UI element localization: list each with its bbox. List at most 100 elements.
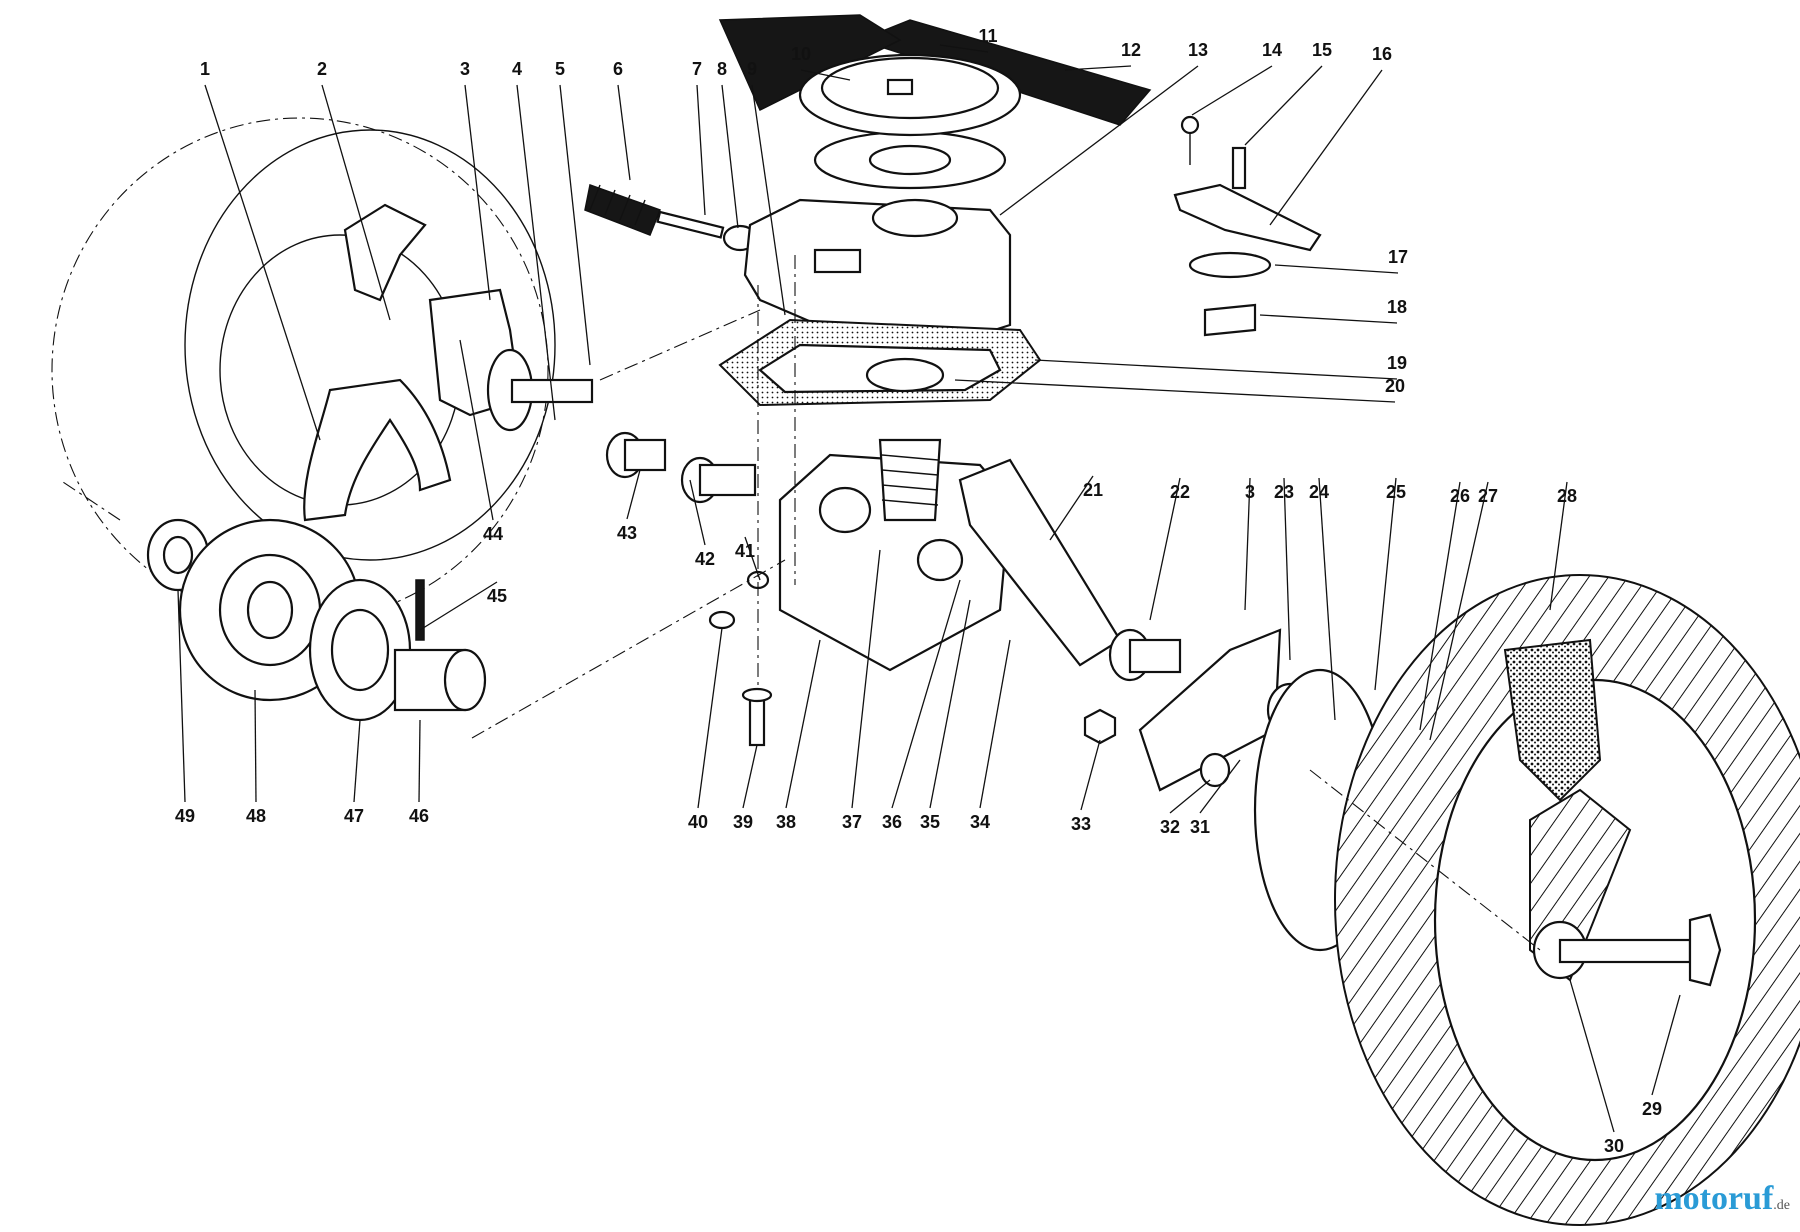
leader-line (1569, 979, 1615, 1133)
part-number-label: 37 (842, 812, 862, 832)
part-number-label: 17 (1388, 247, 1408, 267)
part-number-label: 6 (613, 59, 623, 79)
part-number-label: 41 (735, 541, 755, 561)
part-number-label: 18 (1387, 297, 1407, 317)
part-number-label: 40 (688, 812, 708, 832)
leader-line (1080, 739, 1101, 811)
leader-line (1049, 475, 1094, 541)
gearbox-housing (778, 438, 1012, 672)
part-number-label: 14 (1262, 40, 1282, 60)
leader-line (177, 589, 186, 803)
small-hardware (708, 570, 773, 747)
leader-line (1034, 359, 1398, 380)
part-number-label: 44 (483, 524, 503, 544)
leader-line (742, 744, 758, 809)
part-number-label: 26 (1450, 486, 1470, 506)
axle-arm (958, 458, 1122, 667)
part-number-label: 20 (1385, 376, 1405, 396)
leader-line (979, 639, 1011, 809)
leader-line (418, 719, 421, 803)
right-wheel (1334, 574, 1800, 1226)
shift-fork-assembly (303, 203, 594, 522)
leader-line (999, 65, 1199, 216)
leader-line (1549, 481, 1568, 611)
part-number-label: 24 (1309, 482, 1329, 502)
leader-line (1191, 65, 1273, 116)
leader-line (204, 84, 321, 441)
leader-line (516, 84, 556, 421)
part-number-label: 32 (1160, 817, 1180, 837)
spring-and-rod (584, 184, 758, 252)
part-number-label: 34 (970, 812, 990, 832)
leader-line (1318, 477, 1336, 721)
part-number-label: 5 (555, 59, 565, 79)
part-number-label: 29 (1642, 1099, 1662, 1119)
part-number-label: 13 (1188, 40, 1208, 60)
part-number-label: 47 (344, 806, 364, 826)
leader-line (1274, 264, 1399, 274)
leader-line (929, 599, 971, 809)
watermark-suffix: .de (1773, 1198, 1790, 1213)
leader-line (1169, 779, 1211, 814)
part-number-label: 46 (409, 806, 429, 826)
part-number-label: 12 (1121, 40, 1141, 60)
part-number-label: 25 (1386, 482, 1406, 502)
leader-line (464, 84, 491, 301)
leader-line (785, 639, 821, 809)
part-number-label: 16 (1372, 44, 1392, 64)
part-number-label: 23 (1274, 482, 1294, 502)
drive-gear (146, 518, 487, 722)
leader-line (696, 84, 706, 216)
part-number-label: 4 (512, 59, 522, 79)
gasket (718, 318, 1042, 407)
leader-line (1199, 759, 1241, 814)
part-number-label: 7 (692, 59, 702, 79)
leader-line (891, 579, 961, 809)
part-number-label: 28 (1557, 486, 1577, 506)
leader-line (419, 581, 498, 631)
leader-line (1244, 477, 1251, 611)
part-number-label: 35 (920, 812, 940, 832)
part-number-label: 27 (1478, 486, 1498, 506)
leader-line (851, 549, 881, 809)
motoruf-watermark: motoruf.de (1654, 1180, 1790, 1218)
part-number-label: 21 (1083, 480, 1103, 500)
part-number-label: 19 (1387, 353, 1407, 373)
leader-line (1419, 481, 1461, 731)
leader-line (1374, 477, 1397, 691)
leader-line (939, 44, 989, 53)
leader-line (954, 379, 1396, 403)
part-number-label: 3 (460, 59, 470, 79)
part-number-label: 2 (317, 59, 327, 79)
leader-line (1259, 314, 1398, 324)
leader-line (353, 719, 361, 803)
part-number-label: 31 (1190, 817, 1210, 837)
part-number-label: 49 (175, 806, 195, 826)
part-number-label: 38 (776, 812, 796, 832)
drive-pulley (718, 14, 1152, 190)
part-number-label: 36 (882, 812, 902, 832)
part-number-label: 11 (978, 26, 997, 46)
leader-line (689, 479, 706, 546)
leader-line (1149, 477, 1181, 621)
part-number-label: 45 (487, 586, 507, 606)
part-number-label: 48 (246, 806, 266, 826)
leader-line (1651, 994, 1681, 1096)
leader-line (617, 84, 631, 181)
index-plate-parts (1173, 115, 1322, 337)
part-number-label: 43 (617, 523, 637, 543)
leader-line (459, 339, 494, 521)
part-number-label: 30 (1604, 1136, 1624, 1156)
part-number-label: 33 (1071, 814, 1091, 834)
leader-line (626, 469, 641, 520)
watermark-text: motoruf (1654, 1180, 1774, 1217)
leader-line (1283, 477, 1291, 661)
part-number-label: 22 (1170, 482, 1190, 502)
part-number-label: 1 (200, 59, 210, 79)
part-number-label: 8 (717, 59, 727, 79)
leader-line (697, 627, 723, 809)
part-number-label: 42 (695, 549, 715, 569)
leader-line (1244, 65, 1323, 146)
leader-line (1429, 481, 1489, 741)
